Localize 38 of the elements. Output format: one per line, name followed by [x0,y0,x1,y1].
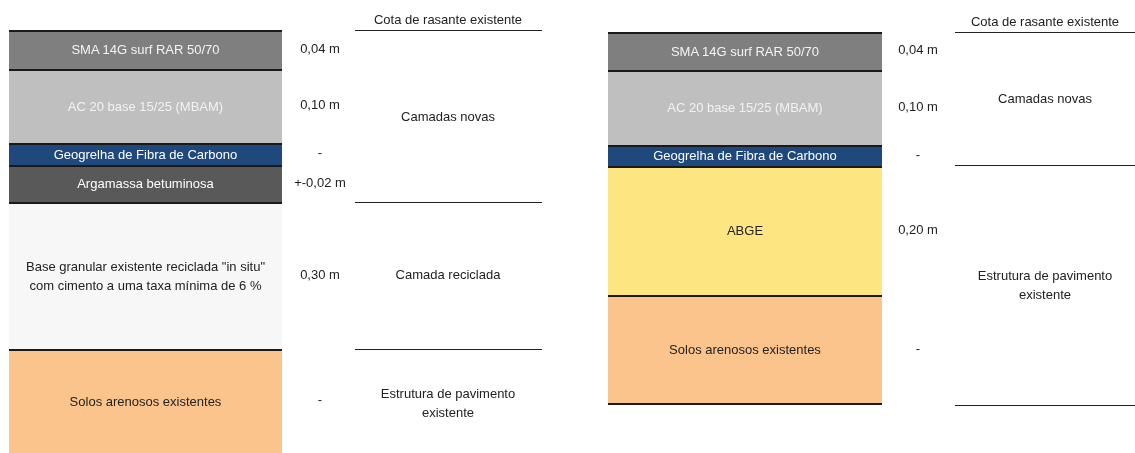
grade-level-label: Cota de rasante existente [372,10,524,29]
thickness-value: 0,04 m [299,40,341,56]
pavement-layer [608,70,882,145]
layer-name: ABGE [725,222,765,241]
layer-name: Geogrelha de Fibra de Carbono [52,145,239,164]
grade-level-label: Cota de rasante existente [969,12,1121,31]
layer-name: SMA 14G surf RAR 50/70 [70,41,221,60]
layer-name: SMA 14G surf RAR 50/70 [669,42,821,61]
pavement-layer [9,69,282,143]
layer-name: Base granular existente reciclada "in situ" com cimento a uma taxa mínima de 6 % [25,257,266,295]
thickness-value: 0,10 m [897,98,939,114]
thickness-value: - [914,146,922,162]
layer-name: Argamassa betuminosa [76,175,215,194]
thickness-value: - [316,392,324,407]
thickness-value: 0,04 m [897,42,939,57]
pavement-layer [608,32,882,70]
layer-name: Solos arenosos existentes [668,340,822,359]
layer-group-label: Camadas novas [400,107,496,126]
pavement-layer [608,295,882,405]
thickness-value: 0,20 m [897,221,939,237]
layer-group-label: Camadas novas [997,89,1093,108]
pavement-layer [608,145,882,166]
pavement-layer [9,202,282,349]
pavement-layer [608,166,882,295]
pavement-layer [9,165,282,202]
pavement-layer [9,143,282,165]
thickness-value: - [316,145,324,160]
thickness-value: 0,30 m [299,266,341,282]
pavement-layer [9,30,282,69]
thickness-value: - [914,341,922,356]
thickness-value: 0,10 m [299,97,341,112]
thickness-value: +-0,02 m [293,174,347,190]
pavement-layer [9,349,282,453]
layer-name: Solos arenosos existentes [68,392,223,411]
layer-group-label: Estrutura de pavimento existente [976,267,1114,304]
layer-name: Geogrelha de Fibra de Carbono [652,147,838,166]
layer-group-label: Camada reciclada [394,265,502,284]
layer-group-label: Estrutura de pavimento existente [379,385,517,422]
